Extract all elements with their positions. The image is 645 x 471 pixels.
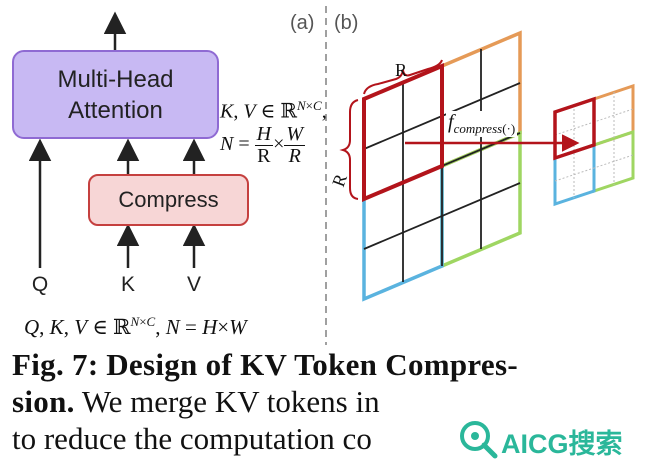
brace-side-icon (339, 99, 359, 200)
formula-right-line1: K, V ∈ ℝN×C, (220, 98, 327, 123)
formula-bottom: Q, K, V ∈ ℝN×C, N = H×W (24, 314, 247, 339)
size-label-top: R (395, 60, 408, 80)
q-label: Q (31, 273, 49, 296)
caption-title-cont: sion. (12, 384, 75, 419)
caption-title: Design of KV Token Compres- (106, 347, 518, 382)
panel-a-label: (a) (290, 12, 315, 34)
caption-line-2: sion. We merge KV tokens in (12, 383, 642, 420)
k-label: K (120, 273, 135, 296)
figure-caption: Fig. 7: Design of KV Token Compres- sion… (12, 346, 642, 457)
red-region-big (362, 62, 444, 203)
magnifier-icon (460, 421, 498, 459)
small-grid (553, 83, 635, 207)
brace-top-icon (363, 59, 443, 95)
panel-b-label: (b) (334, 12, 359, 34)
caption-line-1: Fig. 7: Design of KV Token Compres- (12, 346, 642, 383)
v-label: V (186, 273, 201, 296)
multi-head-attention-box: Multi-Head Attention (12, 50, 219, 139)
compress-box: Compress (88, 174, 249, 226)
caption-line-3: to reduce the computation co (12, 420, 642, 457)
caption-fig-label: Fig. 7: (12, 347, 99, 382)
multi-head-attention-label: Multi-Head Attention (57, 65, 174, 124)
watermark: AICG搜索 (455, 414, 643, 464)
compress-label: Compress (118, 187, 219, 212)
caption-text-2: We merge KV tokens in (81, 384, 380, 419)
function-label: fcompress(·) (446, 111, 518, 137)
caption-text-3: to reduce the computation co (12, 421, 372, 456)
watermark-text: AICG搜索 (501, 429, 623, 459)
